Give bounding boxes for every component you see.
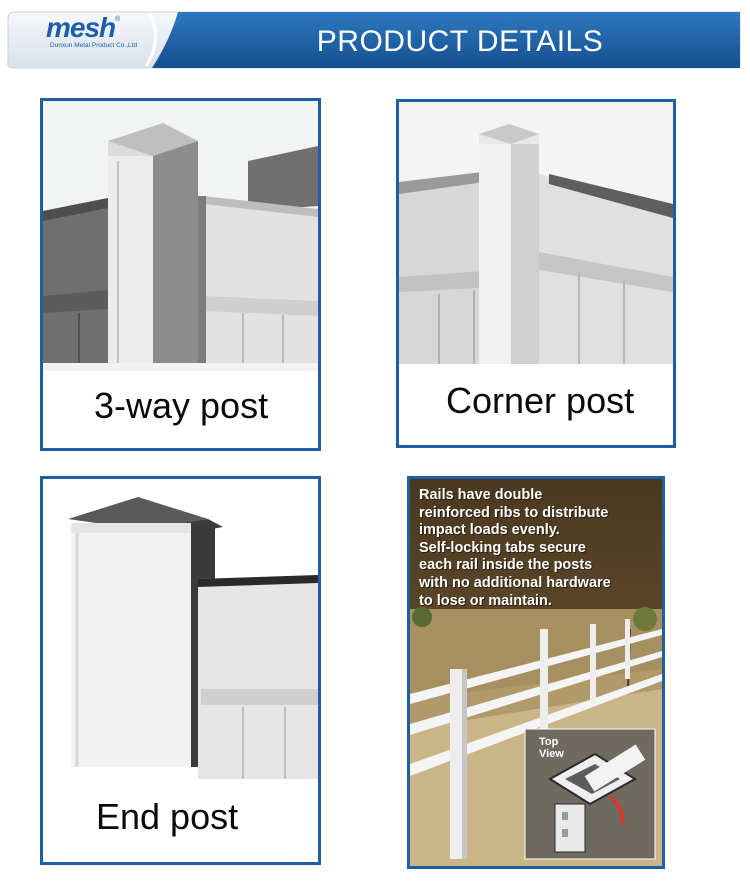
info-line: impact loads evenly. <box>419 522 560 539</box>
corner-post-image <box>399 102 673 364</box>
top-view-line: View <box>539 748 564 760</box>
info-line: Self-locking tabs secure <box>419 539 586 556</box>
header-banner: mesh Dunxun Metal Product Co.,Ltd ® PROD… <box>0 0 750 80</box>
banner-shape <box>7 11 741 69</box>
card-3-way-post: 3-way post <box>40 98 321 451</box>
info-line: to lose or maintain. <box>419 592 552 609</box>
card-end-post: End post <box>40 476 321 865</box>
fence-field-photo <box>410 479 662 866</box>
three-way-post-image <box>43 101 318 371</box>
corner-post-label: Corner post <box>446 380 635 421</box>
top-view-label: Top View <box>539 736 564 760</box>
info-line: with no additional hardware <box>419 574 611 591</box>
info-line: Rails have double <box>419 487 543 503</box>
end-post-label: End post <box>96 796 239 837</box>
info-line: reinforced ribs to distribute <box>419 504 609 521</box>
card-rail-info: Rails have double reinforced ribs to dis… <box>407 476 665 869</box>
registered-mark: ® <box>115 16 121 23</box>
company-logo: mesh Dunxun Metal Product Co.,Ltd <box>46 12 138 50</box>
end-post-image <box>43 479 318 779</box>
info-line: each rail inside the posts <box>419 557 593 574</box>
top-view-line: Top <box>539 736 559 748</box>
logo-wordmark: mesh <box>46 12 116 43</box>
three-way-post-label: 3-way post <box>94 385 269 426</box>
page-title: PRODUCT DETAILS <box>316 25 604 58</box>
logo-subtitle: Dunxun Metal Product Co.,Ltd <box>50 42 138 49</box>
card-corner-post: Corner post <box>396 99 676 448</box>
rail-info-text: Rails have double reinforced ribs to dis… <box>419 487 659 610</box>
